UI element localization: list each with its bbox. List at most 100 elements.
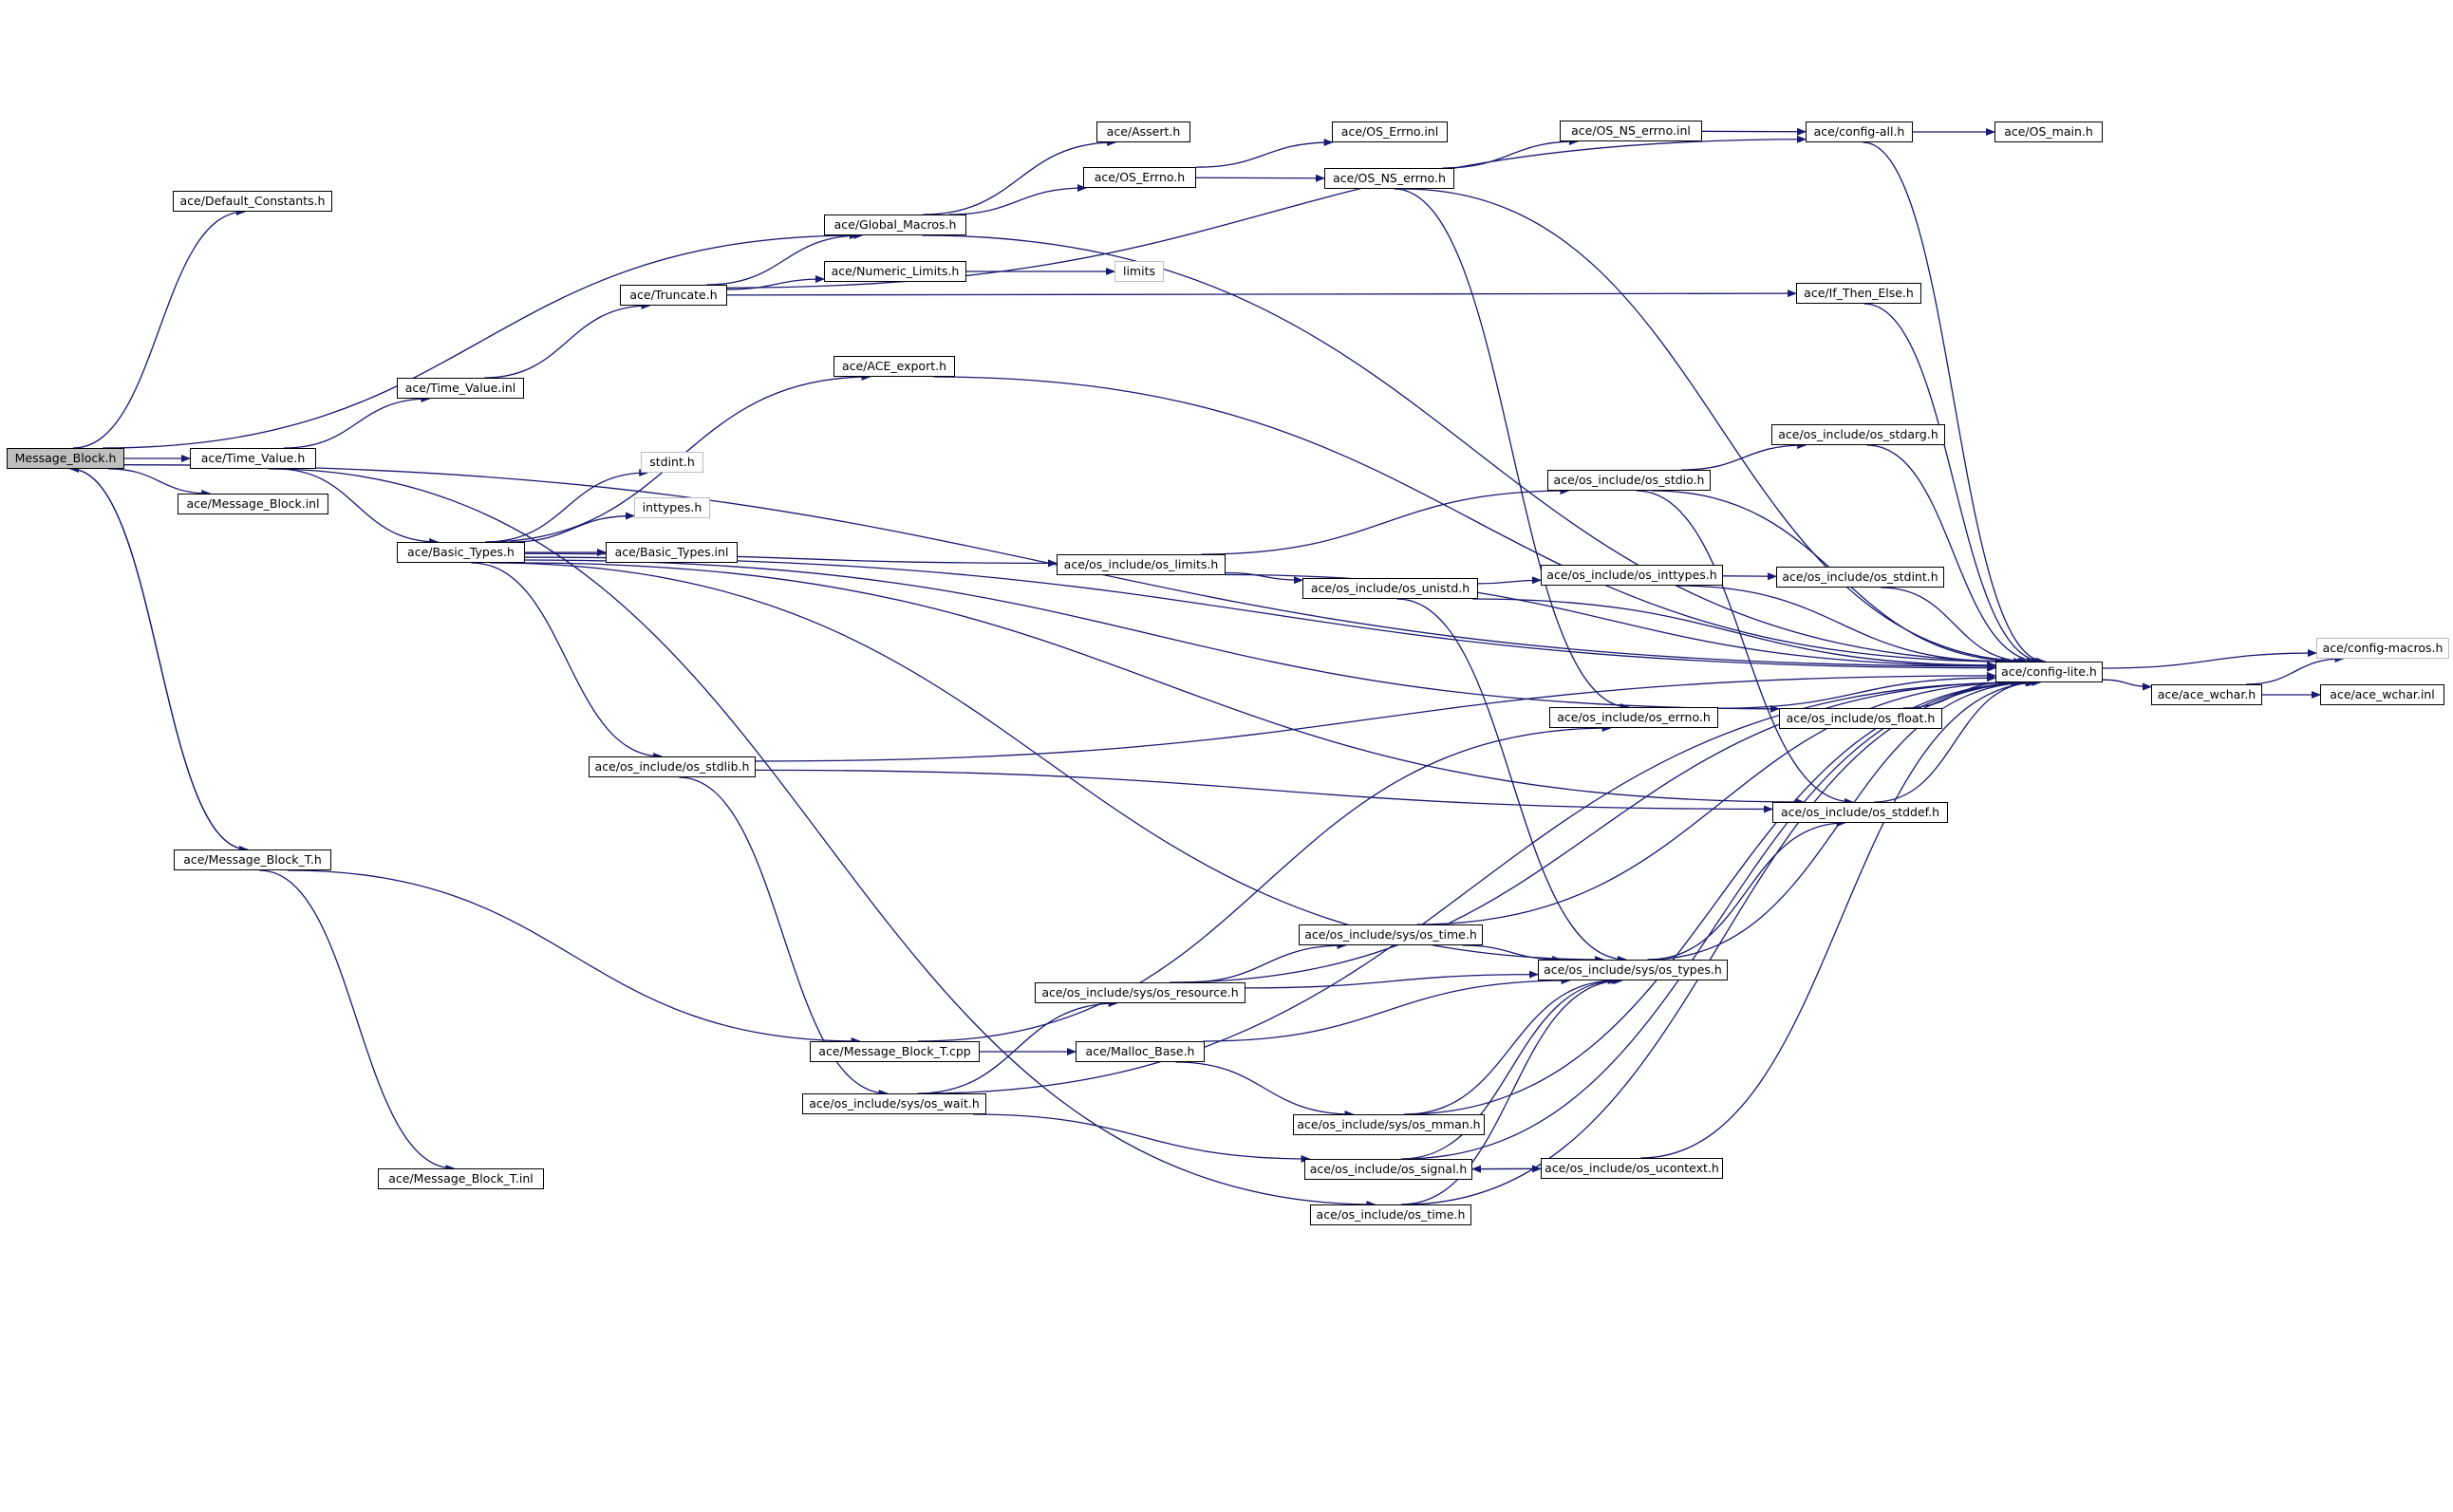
edge-sys_os_time_h-to-os_types_h [1462,944,1563,963]
edge-os_signal_h-to-config_lite_h [1402,679,2036,1160]
edge-os_wait_h-to-os_signal_h [972,1113,1311,1163]
node-sys-os-time-h[interactable]: ace/os_include/sys/os_time.h [1299,924,1483,945]
node-os-time-h[interactable]: ace/os_include/os_time.h [1310,1204,1471,1225]
edge-config_lite_h-to-config_macros_h [2102,648,2317,669]
node-config-all-h[interactable]: ace/config-all.h [1806,121,1913,142]
edge-config_lite_h-to-ace_wchar_h [2102,679,2152,691]
edge-os_unistd_h-to-os_inttypes_h [1477,576,1542,585]
edge-os_stdlib_h-to-os_wait_h [679,776,889,1097]
node-ace-wchar-h[interactable]: ace/ace_wchar.h [2151,684,2262,705]
node-os-ucontext-h[interactable]: ace/os_include/os_ucontext.h [1541,1158,1723,1179]
node-os-float-h[interactable]: ace/os_include/os_float.h [1779,708,1942,729]
edge-os_limits_h-to-os_unistd_h [1225,571,1303,585]
node-limits[interactable]: limits [1114,261,1164,282]
node-os-signal-h[interactable]: ace/os_include/os_signal.h [1304,1159,1472,1180]
node-os-limits-h[interactable]: ace/os_include/os_limits.h [1057,554,1226,575]
edge-time_value_h-to-time_value_inl [283,395,431,449]
node-inttypes-h[interactable]: inttypes.h [634,497,710,518]
node-global-macros-h[interactable]: ace/Global_Macros.h [824,215,966,235]
node-message-block-t-h[interactable]: ace/Message_Block_T.h [174,849,331,870]
edge-os_limits_h-to-os_stdio_h [1201,487,1570,555]
edge-malloc_base_h-to-os_types_h [1203,977,1571,1042]
node-os-wait-h[interactable]: ace/os_include/sys/os_wait.h [802,1093,986,1114]
edge-os_stdint_h-to-config_lite_h [1881,587,2030,665]
node-os-types-h[interactable]: ace/os_include/sys/os_types.h [1538,960,1728,980]
node-os-stdint-h[interactable]: ace/os_include/os_stdint.h [1776,567,1944,588]
edge-basic_types_h-to-os_limits_h [524,552,1058,568]
edge-os_stdarg_h-to-config_lite_h [1866,444,2042,665]
edge-os_resource_h-to-os_types_h [1245,970,1539,989]
node-os-errno-h[interactable]: ace/os_include/os_errno.h [1549,707,1718,728]
edge-os_time_h-to-os_types_h [1400,977,1624,1205]
node-message-block-t-cpp[interactable]: ace/Message_Block_T.cpp [810,1041,980,1062]
edge-basic_types_h-to-os_stdlib_h [471,562,664,760]
edge-message_block_t_h-to-message_block_t_cpp [287,869,861,1045]
edge-sys_os_time_h-to-config_lite_h [1416,679,2024,925]
edge-os_ns_errno_h-to-os_errno_h [1394,188,1631,711]
edge-message_block_t_cpp-to-os_errno_h [917,724,1612,1042]
node-time-value-inl[interactable]: ace/Time_Value.inl [397,378,524,399]
edge-message_block_t_h-to-message_block_t_inl [259,869,456,1172]
edge-basic_types_h-to-os_stddef_h [516,562,1806,806]
node-ace-export-h[interactable]: ace/ACE_export.h [833,356,955,377]
node-os-ns-errno-inl[interactable]: ace/OS_NS_errno.inl [1560,121,1702,141]
edge-global_macros_h-to-os_errno_upper_h [948,184,1087,215]
node-config-lite-h[interactable]: ace/config-lite.h [1995,662,2103,682]
edge-truncate_h-to-numeric_limits_h [726,275,825,290]
edge-os_errno_upper_h-to-os_errno_upper_inl [1195,139,1334,168]
node-os-stdlib-h[interactable]: ace/os_include/os_stdlib.h [589,756,756,777]
edge-basic_types_h-to-stdint_h [485,469,649,543]
edge-os_mman_h-to-os_types_h [1405,977,1618,1115]
node-os-ns-errno-h[interactable]: ace/OS_NS_errno.h [1324,168,1454,189]
edge-os_stddef_h-to-config_lite_h [1874,679,2036,803]
node-if-then-else-h[interactable]: ace/If_Then_Else.h [1796,283,1921,304]
edge-global_macros_h-to-assert_h [923,139,1117,215]
node-message-block-inl[interactable]: ace/Message_Block.inl [178,494,328,514]
node-basic-types-h[interactable]: ace/Basic_Types.h [397,542,525,563]
node-assert-h[interactable]: ace/Assert.h [1096,121,1190,142]
node-time-value-h[interactable]: ace/Time_Value.h [190,448,316,469]
edge-os_signal_h-to-os_types_h [1400,977,1621,1160]
edge-os_inttypes_h-to-config_lite_h [1676,585,2006,665]
edge-os_unistd_h-to-config_lite_h [1472,598,1996,669]
edge-message_block_h-to-global_macros_h [103,232,859,449]
edge-os_unistd_h-to-os_types_h [1396,598,1628,963]
edge-os_ns_errno_h-to-os_ns_errno_inl [1442,138,1580,169]
node-os-unistd-h[interactable]: ace/os_include/os_unistd.h [1302,578,1478,599]
edge-malloc_base_h-to-os_mman_h [1175,1061,1355,1118]
edge-os_stdlib_h-to-os_stddef_h [755,769,1773,813]
edge-os_ucontext_h-to-config_lite_h [1640,679,2042,1159]
edge-basic_types_h-to-config_lite_h [524,556,1996,672]
node-os-inttypes-h[interactable]: ace/os_include/os_inttypes.h [1541,565,1723,586]
node-basic-types-inl[interactable]: ace/Basic_Types.inl [606,542,738,563]
node-message-block-h[interactable]: Message_Block.h [7,448,124,469]
node-os-main-h[interactable]: ace/OS_main.h [1994,121,2103,142]
edge-message_block_h-to-message_block_inl [108,468,212,497]
node-default-constants-h[interactable]: ace/Default_Constants.h [173,191,332,212]
node-os-resource-h[interactable]: ace/os_include/sys/os_resource.h [1035,982,1245,1003]
node-os-stdarg-h[interactable]: ace/os_include/os_stdarg.h [1771,424,1945,445]
node-malloc-base-h[interactable]: ace/Malloc_Base.h [1076,1041,1205,1062]
edge-message_block_t_h-to-message_block_h [69,465,248,850]
edge-os_stdio_h-to-os_stddef_h [1636,490,1854,806]
node-message-block-t-inl[interactable]: ace/Message_Block_T.inl [378,1168,544,1189]
edge-time_value_inl-to-truncate_h [484,302,651,379]
edge-message_block_h-to-default_constants_h [72,208,247,449]
edge-config_all_h-to-config_lite_h [1863,141,2047,665]
edge-os_wait_h-to-os_resource_h [917,999,1118,1094]
node-os-stddef-h[interactable]: ace/os_include/os_stddef.h [1772,802,1948,823]
node-os-mman-h[interactable]: ace/os_include/sys/os_mman.h [1293,1114,1485,1135]
edge-os_mman_h-to-config_lite_h [1404,679,2035,1115]
node-numeric-limits-h[interactable]: ace/Numeric_Limits.h [824,261,966,282]
node-truncate-h[interactable]: ace/Truncate.h [620,285,727,306]
edge-os_types_h-to-os_stddef_h [1647,819,1846,961]
edge-ace_wchar_h-to-config_macros_h [2246,655,2345,685]
node-stdint-h[interactable]: stdint.h [641,452,703,473]
node-ace-wchar-inl[interactable]: ace/ace_wchar.inl [2320,684,2444,705]
edge-os_stdio_h-to-os_stdarg_h [1681,441,1807,471]
node-os-stdio-h[interactable]: ace/os_include/os_stdio.h [1547,470,1711,491]
node-os-errno-upper-inl[interactable]: ace/OS_Errno.inl [1332,121,1448,142]
node-config-macros-h[interactable]: ace/config-macros.h [2316,638,2449,659]
node-os-errno-upper-h[interactable]: ace/OS_Errno.h [1083,167,1196,188]
